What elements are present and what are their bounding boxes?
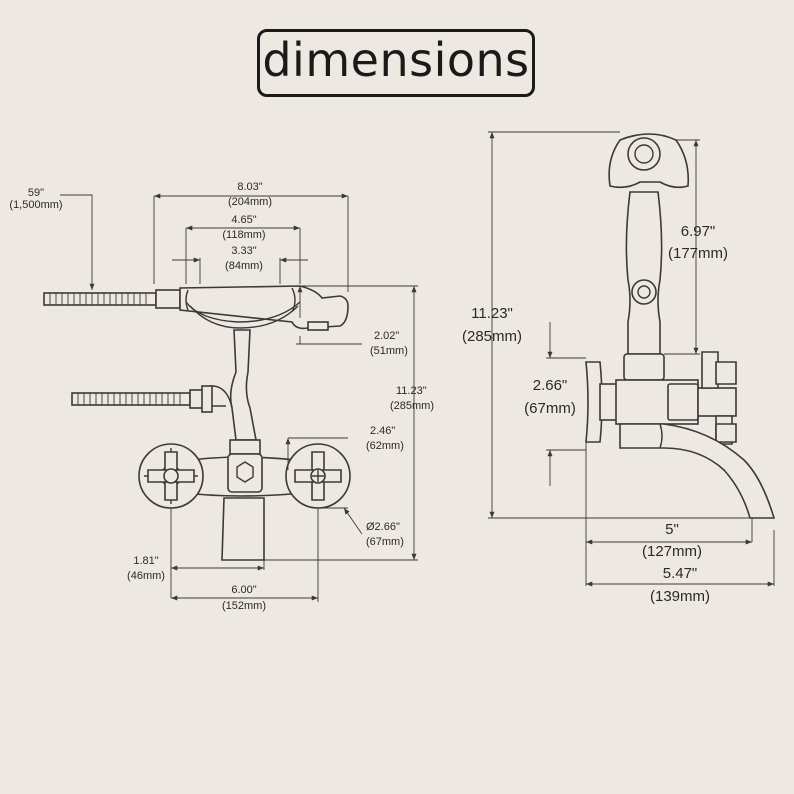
front-total-height-metric: (285mm) (390, 400, 434, 412)
flange-diameter-imperial: Ø2.66" (366, 521, 400, 533)
side-view: 11.23" (285mm) 6.97" (177mm) 2.66" (67mm… (462, 131, 776, 605)
riser-pipe (209, 329, 257, 441)
spout-reach-imperial: 5" (665, 521, 679, 538)
handset (179, 285, 349, 331)
hose-length-metric: (1,500mm) (9, 199, 62, 211)
spout-reach-metric: (127mm) (642, 543, 702, 560)
front-view: 59" (1,500mm) 8.03" (204mm) 4.65" (118mm… (9, 181, 434, 612)
side-body (599, 379, 699, 425)
front-total-height-imperial: 11.23" (396, 385, 427, 397)
centers-imperial: 6.00" (231, 584, 256, 596)
side-dimension-lines (488, 131, 775, 587)
front-dimension-labels: 59" (1,500mm) 8.03" (204mm) 4.65" (118mm… (9, 181, 434, 612)
side-dimension-labels: 11.23" (285mm) 6.97" (177mm) 2.66" (67mm… (462, 223, 728, 605)
body-height-imperial: 2.66" (533, 377, 568, 394)
side-spout (619, 423, 776, 519)
cradle-width-metric: (118mm) (222, 229, 265, 241)
handset-length-imperial: 8.03" (237, 181, 262, 193)
handset-length-metric: (204mm) (228, 196, 272, 208)
handle-height-metric: (62mm) (366, 440, 404, 452)
handset-hose (43, 289, 181, 309)
side-riser (623, 191, 665, 381)
left-handle (138, 443, 204, 509)
total-depth-metric: (139mm) (650, 588, 710, 605)
flange-diameter-metric: (67mm) (366, 536, 404, 548)
right-handle (285, 443, 351, 509)
handset-height-metric: (51mm) (370, 345, 408, 357)
cradle-inner-metric: (84mm) (225, 260, 263, 272)
page-title: dimensions (257, 29, 535, 97)
side-handle (697, 351, 737, 445)
cradle-width-imperial: 4.65" (231, 214, 256, 226)
handle-height-imperial: 2.46" (370, 425, 395, 437)
front-dimension-lines (60, 193, 418, 602)
hose-length-imperial: 59" (28, 187, 44, 199)
spout-offset-imperial: 1.81" (133, 555, 158, 567)
total-depth-imperial: 5.47" (663, 565, 698, 582)
cradle-inner-imperial: 3.33" (231, 245, 256, 257)
lower-hose (71, 385, 213, 413)
top-fitting (608, 133, 690, 189)
riser-height-imperial: 6.97" (681, 223, 716, 240)
body-height-metric: (67mm) (524, 400, 576, 417)
riser-height-metric: (177mm) (668, 245, 728, 262)
side-total-height-imperial: 11.23" (471, 305, 513, 322)
centers-metric: (152mm) (222, 600, 266, 612)
side-total-height-metric: (285mm) (462, 328, 522, 345)
handset-height-imperial: 2.02" (374, 330, 399, 342)
wall-flange (585, 361, 603, 443)
spout-offset-metric: (46mm) (127, 570, 165, 582)
